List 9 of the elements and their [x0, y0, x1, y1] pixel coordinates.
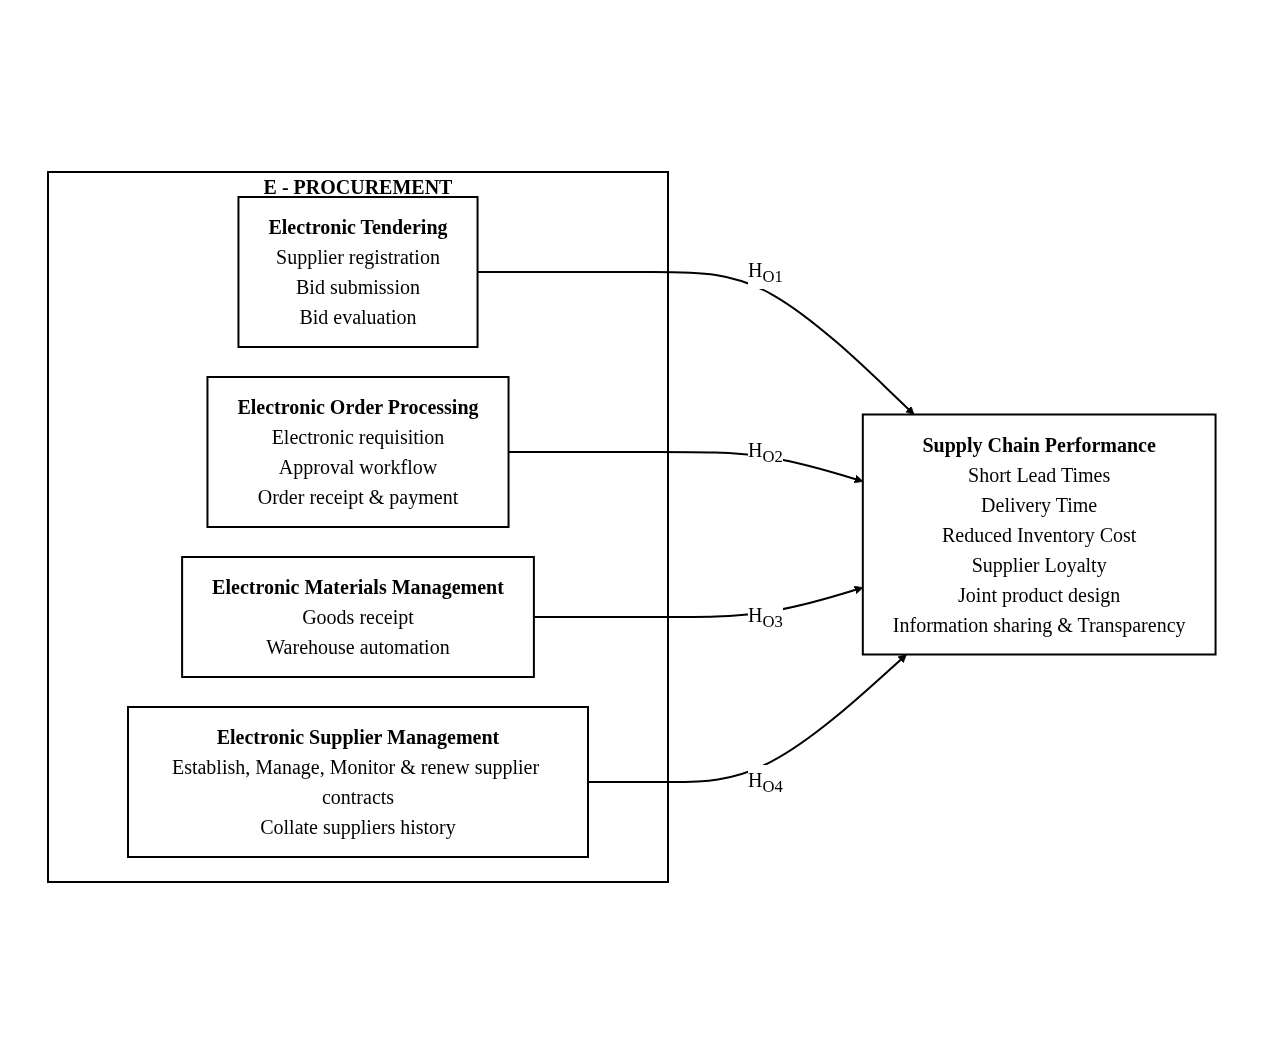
edge-label: H$_{O3}$	[748, 603, 784, 631]
node-box: Electronic Materials Management Goods receipt Warehouse automation	[181, 555, 536, 678]
node-box: Electronic Order Processing Electronic requisition Approval workflow Order receipt & payment	[206, 375, 510, 528]
node-box: Electronic Supplier Management Establish, Manage, Monitor & renew supplier contracts Collate suppliers history	[127, 705, 590, 858]
node-box: Electronic Tendering Supplier registration Bid submission Bid evaluation	[237, 195, 479, 348]
node-box: Supply Chain Performance Short Lead Times Delivery Time Reduced Inventory Cost Supplier Loyalty Joint product design Information sharing & Transparency	[862, 413, 1217, 655]
edge-label: H$_{O2}$	[748, 438, 784, 466]
edge-label: H$_{O1}$	[748, 258, 784, 286]
edge-label: H$_{O4}$	[748, 768, 784, 796]
